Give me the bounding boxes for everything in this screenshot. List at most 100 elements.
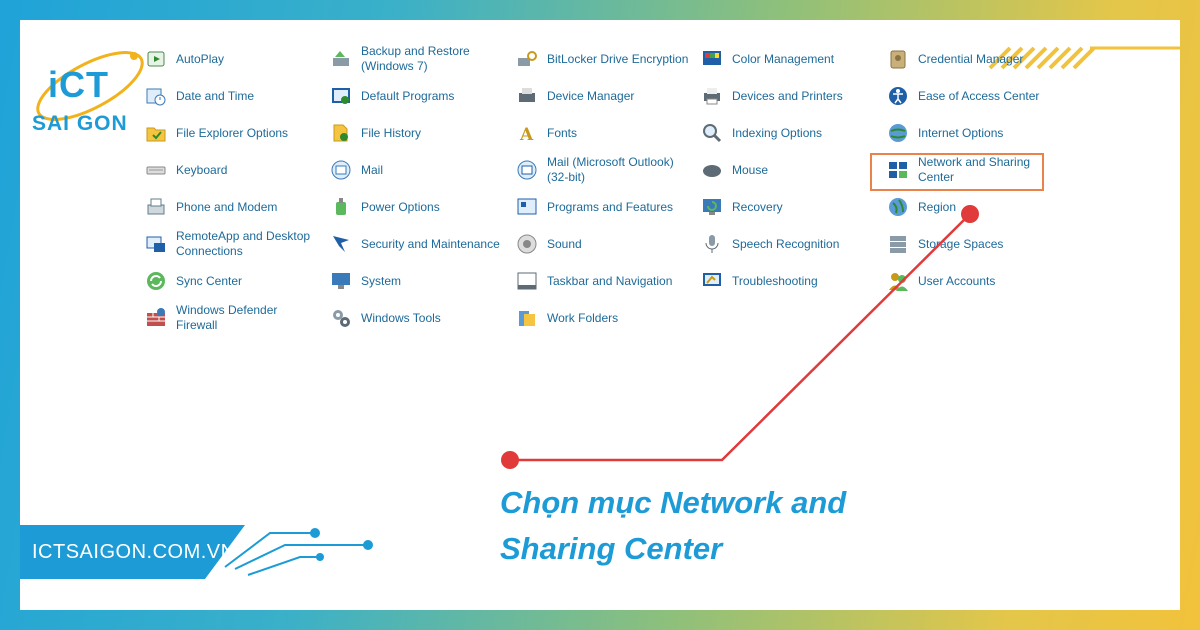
- network-icon: [887, 159, 909, 181]
- indexing-icon: [701, 122, 723, 144]
- cp-item-indexing-options[interactable]: Indexing Options: [701, 116, 822, 150]
- mouse-icon: [701, 159, 723, 181]
- cp-item-label: Fonts: [547, 125, 578, 140]
- key-drive-icon: [516, 48, 538, 70]
- printer-device-icon: [516, 85, 538, 107]
- recovery-icon: [701, 196, 723, 218]
- cp-item-label: RemoteApp and Desktop Connections: [176, 229, 311, 258]
- cp-item-devices-and-printers[interactable]: Devices and Printers: [701, 79, 843, 113]
- cp-item-user-accounts[interactable]: User Accounts: [887, 264, 995, 298]
- speaker-icon: [516, 233, 538, 255]
- cp-item-label: Security and Maintenance: [361, 236, 500, 251]
- mail-outlook-icon: [516, 159, 538, 181]
- programs-icon: [516, 196, 538, 218]
- autoplay-icon: [145, 48, 167, 70]
- cp-item-label: Phone and Modem: [176, 199, 278, 214]
- cp-item-file-explorer-options[interactable]: File Explorer Options: [145, 116, 288, 150]
- cp-item-bitlocker-drive-encryption[interactable]: BitLocker Drive Encryption: [516, 42, 688, 76]
- cp-item-credential-manager[interactable]: Credential Manager: [887, 42, 1023, 76]
- cp-item-label: Mouse: [732, 162, 769, 177]
- color-management-icon: [701, 48, 723, 70]
- cp-item-label: File Explorer Options: [176, 125, 289, 140]
- troubleshoot-icon: [701, 270, 723, 292]
- accessibility-icon: [887, 85, 909, 107]
- cp-item-programs-and-features[interactable]: Programs and Features: [516, 190, 673, 224]
- cp-item-region[interactable]: Region: [887, 190, 956, 224]
- gears-icon: [330, 307, 352, 329]
- power-icon: [330, 196, 352, 218]
- cp-item-label: User Accounts: [918, 273, 996, 288]
- cp-item-speech-recognition[interactable]: Speech Recognition: [701, 227, 839, 261]
- cp-item-recovery[interactable]: Recovery: [701, 190, 783, 224]
- cp-item-taskbar-and-navigation[interactable]: Taskbar and Navigation: [516, 264, 672, 298]
- cp-item-label: Recovery: [732, 199, 783, 214]
- cp-item-keyboard[interactable]: Keyboard: [145, 153, 227, 187]
- cp-item-label: Troubleshooting: [732, 273, 818, 288]
- cp-item-file-history[interactable]: File History: [330, 116, 421, 150]
- cp-item-work-folders[interactable]: Work Folders: [516, 301, 618, 335]
- cp-item-mail-microsoft-outlook-32-bit[interactable]: Mail (Microsoft Outlook) (32-bit): [516, 153, 674, 187]
- cp-item-label: Mail: [361, 162, 384, 177]
- cp-item-sync-center[interactable]: Sync Center: [145, 264, 242, 298]
- cp-item-label: Devices and Printers: [732, 88, 843, 103]
- cp-item-label: System: [361, 273, 402, 288]
- cp-item-label: Indexing Options: [732, 125, 823, 140]
- logo-saigon-text: SAI GON: [32, 112, 128, 135]
- cp-item-phone-and-modem[interactable]: Phone and Modem: [145, 190, 277, 224]
- cp-item-label: Device Manager: [547, 88, 635, 103]
- cp-item-label: Date and Time: [176, 88, 255, 103]
- cp-item-system[interactable]: System: [330, 264, 401, 298]
- region-globe-icon: [887, 196, 909, 218]
- globe-icon: [887, 122, 909, 144]
- flag-icon: [330, 233, 352, 255]
- footer-band: [20, 525, 373, 579]
- cp-item-label: Region: [918, 199, 957, 214]
- cp-item-mouse[interactable]: Mouse: [701, 153, 768, 187]
- caption-text: Chọn mục Network and Sharing Center: [500, 485, 847, 566]
- cp-item-label: Network and Sharing Center: [918, 155, 1031, 184]
- cp-item-device-manager[interactable]: Device Manager: [516, 79, 634, 113]
- cp-item-windows-tools[interactable]: Windows Tools: [330, 301, 441, 335]
- cp-item-label: Power Options: [361, 199, 440, 214]
- cp-item-windows-defender-firewall[interactable]: Windows Defender Firewall: [145, 301, 277, 335]
- cp-item-backup-and-restore-windows-7[interactable]: Backup and Restore (Windows 7): [330, 42, 470, 76]
- cp-item-power-options[interactable]: Power Options: [330, 190, 440, 224]
- cp-item-sound[interactable]: Sound: [516, 227, 582, 261]
- cp-item-remoteapp-and-desktop-connections[interactable]: RemoteApp and Desktop Connections: [145, 227, 310, 261]
- cp-item-label: Speech Recognition: [732, 236, 840, 251]
- cp-item-label: BitLocker Drive Encryption: [547, 51, 689, 66]
- sync-icon: [145, 270, 167, 292]
- cp-item-label: Taskbar and Navigation: [547, 273, 673, 288]
- backup-icon: [330, 48, 352, 70]
- system-monitor-icon: [330, 270, 352, 292]
- cp-item-label: AutoPlay: [176, 51, 225, 66]
- cp-item-network-and-sharing-center[interactable]: Network and Sharing Center: [887, 153, 1030, 187]
- cp-item-ease-of-access-center[interactable]: Ease of Access Center: [887, 79, 1039, 113]
- cp-item-autoplay[interactable]: AutoPlay: [145, 42, 224, 76]
- cp-item-color-management[interactable]: Color Management: [701, 42, 834, 76]
- cp-item-label: File History: [361, 125, 422, 140]
- mail-icon: [330, 159, 352, 181]
- work-folders-icon: [516, 307, 538, 329]
- cp-item-troubleshooting[interactable]: Troubleshooting: [701, 264, 818, 298]
- printer-icon: [701, 85, 723, 107]
- stripe-decoration: [988, 46, 1180, 70]
- cp-item-date-and-time[interactable]: Date and Time: [145, 79, 254, 113]
- cp-item-security-and-maintenance[interactable]: Security and Maintenance: [330, 227, 500, 261]
- folder-check-icon: [145, 122, 167, 144]
- keyboard-icon: [145, 159, 167, 181]
- cp-item-default-programs[interactable]: Default Programs: [330, 79, 454, 113]
- cp-item-label: Sound: [547, 236, 582, 251]
- ict-saigon-logo: iCT SAI GON: [28, 34, 148, 144]
- cp-item-mail[interactable]: Mail: [330, 153, 383, 187]
- cp-item-label: Credential Manager: [918, 51, 1024, 66]
- cp-item-label: Color Management: [732, 51, 835, 66]
- network-sharing-highlight: [870, 153, 1044, 191]
- calendar-clock-icon: [145, 85, 167, 107]
- cp-item-internet-options[interactable]: Internet Options: [887, 116, 1003, 150]
- website-label: ICTSAIGON.COM.VN: [32, 541, 236, 563]
- fax-icon: [145, 196, 167, 218]
- cp-item-label: Keyboard: [176, 162, 228, 177]
